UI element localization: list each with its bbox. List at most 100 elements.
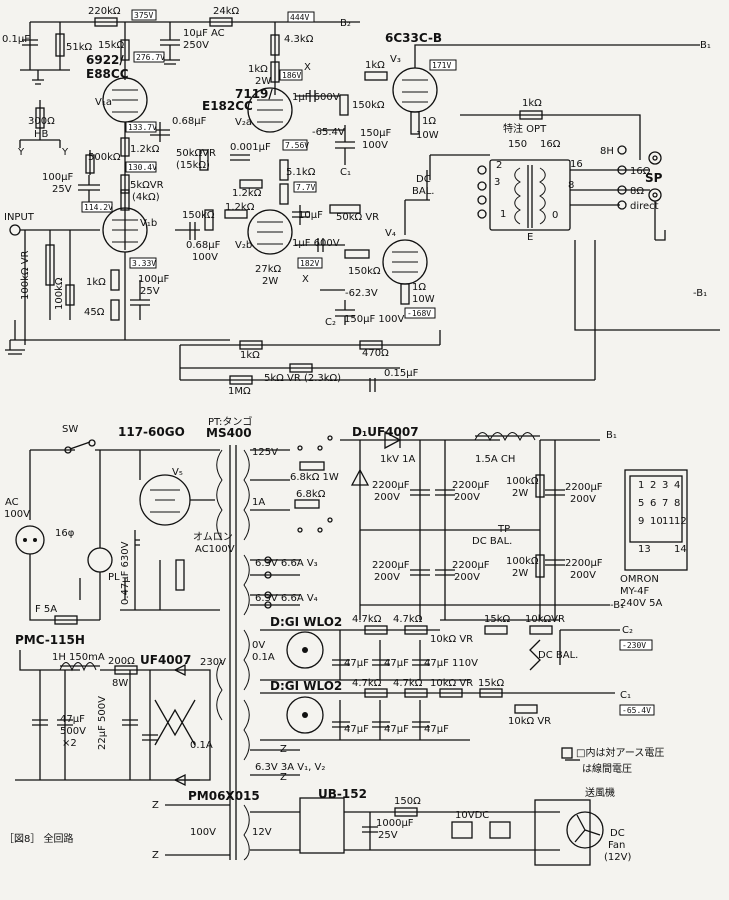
x1-label: X <box>304 62 311 73</box>
b1-top-label: B₁ <box>700 40 711 51</box>
r-4k7-c: 4.7kΩ <box>352 678 382 689</box>
r-150-b: 150Ω <box>394 796 421 807</box>
rect-tube-label: 117-60GO <box>118 425 185 439</box>
r-200: 200Ω <box>108 656 135 667</box>
c-1000: 1000μF <box>376 818 414 829</box>
c-47-f: 47μF <box>424 724 449 735</box>
r-150: 150 <box>508 139 527 150</box>
dcfan-top-label: 送風機 <box>585 786 615 799</box>
b1-psu-label: B₁ <box>606 430 617 441</box>
t-100v: 100V <box>190 827 216 838</box>
relay2-label: MY-4F <box>620 586 650 597</box>
c-2200-4v: 200V <box>454 572 480 583</box>
t-0v: 0V <box>252 640 265 651</box>
tap-8-label: 8 <box>568 180 574 191</box>
t-12v: 12V <box>252 827 272 838</box>
dc-fan-label: DC <box>610 828 625 839</box>
r-1k2-b: 1.2kΩ <box>232 188 262 199</box>
relay1-label: OMRON <box>620 574 659 585</box>
c-10u-v: 250V <box>183 40 209 51</box>
r-27k: 27kΩ <box>255 264 282 275</box>
c-2200-1: 2200μF <box>372 480 410 491</box>
fb-1k: 1kΩ <box>240 350 260 361</box>
relay-pin-14: 14 <box>674 544 687 555</box>
x2-label: X <box>302 274 309 285</box>
relay-pin-10: 10 <box>650 516 663 527</box>
c-47-b: 47μF <box>384 658 409 669</box>
c-2200-2v: 200V <box>454 492 480 503</box>
pmc-rating-label: 1H 150mA <box>52 652 105 663</box>
r-500k: 500kΩ <box>88 152 121 163</box>
fb-1m: 1MΩ <box>228 386 251 397</box>
t-6v3-2: 6.3V 6.6A V₄ <box>255 593 318 604</box>
c-47-c: 47μF 110V <box>424 658 478 669</box>
d1-rating-label: 1kV 1A <box>380 454 416 465</box>
r-200-w: 8W <box>112 678 128 689</box>
c-01: 0.1μF <box>2 34 30 45</box>
relay-pin-11: 11 <box>662 516 675 527</box>
relay-pin-6: 6 <box>650 498 656 509</box>
fuse-label: F 5A <box>35 604 57 615</box>
r-24k: 24kΩ <box>213 6 240 17</box>
voltage-b2: 444V <box>290 13 309 22</box>
z2-label: Z <box>152 850 159 861</box>
fuse-size-label: 16φ <box>55 528 75 539</box>
dc-fan2-label: Fan <box>608 840 625 851</box>
c-2200-2: 2200μF <box>452 480 490 491</box>
c2-label: C₂ <box>325 317 336 328</box>
voltage-v4-grid: -168V <box>407 309 431 318</box>
c-47-e: 47μF <box>384 724 409 735</box>
vr-5k-val: (4kΩ) <box>132 192 160 203</box>
v1b-label: V₁b <box>140 218 157 229</box>
t-230: 230V <box>200 657 226 668</box>
relay-pin-2: 2 <box>650 480 656 491</box>
v2a-label: V₂a <box>235 117 252 128</box>
vr-100k: 100kΩ VR <box>20 250 31 300</box>
c2-psu-label: C₂ <box>622 625 633 636</box>
voltage-c2: -230V <box>622 641 646 650</box>
r-4k7-b: 4.7kΩ <box>393 614 423 625</box>
figure-caption: ［図8］ 全回路 <box>4 832 74 845</box>
voltage-v2b-k: 182V <box>300 259 319 268</box>
pt2-label: MS400 <box>206 426 252 440</box>
signal-labels: B₂ B₁ -B₁ C₁ C₂ INPUT HB Y Y X X 特注 OPT … <box>4 18 711 328</box>
r-68k: 6.8kΩ 1W <box>290 472 339 483</box>
out-8h-label: 8H <box>600 146 614 157</box>
power-section <box>15 430 688 866</box>
relay-pin-9: 9 <box>638 516 644 527</box>
voltage-b2-top: 375V <box>134 11 153 20</box>
v3-type-label: 6C33C-B <box>385 31 442 45</box>
relay-pin-1: 1 <box>638 480 644 491</box>
relay3-label: 240V 5A <box>620 598 662 609</box>
r-100k-2w2-b: 2W <box>512 568 528 579</box>
r-150k-c: 150kΩ <box>348 266 381 277</box>
b2-label: B₂ <box>340 18 351 29</box>
c-0001: 0.001μF <box>230 142 271 153</box>
r-1k2-c: 1.2kΩ <box>225 202 255 213</box>
r-4k7-a: 4.7kΩ <box>352 614 382 625</box>
r-10w-b: 10W <box>412 294 435 305</box>
c-2200-3v: 200V <box>374 572 400 583</box>
pm-label: PM06X015 <box>188 789 260 803</box>
tap-16-label: 16 <box>570 159 583 170</box>
r-100k-2w: 100kΩ <box>506 476 539 487</box>
r-1k2: 1.2kΩ <box>130 144 160 155</box>
voltage-v1b-k: 114.2V <box>84 203 113 212</box>
c-22-500: 22μF 500V <box>97 696 108 750</box>
relay-pin-4: 4 <box>674 480 680 491</box>
c-068: 0.68μF <box>172 116 207 127</box>
z3-label: Z <box>280 744 287 755</box>
fb-470: 470Ω <box>362 348 389 359</box>
r-15k-b: 15kΩ <box>478 678 505 689</box>
power-labels: 117-60GO PT:タンゴ MS400 SW AC 100V 16φ PL … <box>4 415 664 863</box>
c-150u-v: 100V <box>362 140 388 151</box>
relay-pin-7: 7 <box>662 498 668 509</box>
voltage-v1b-cathode: 3.33V <box>132 259 156 268</box>
c-47-500v: 500V <box>60 726 86 737</box>
r-100k: 100kΩ <box>54 277 65 310</box>
voltage-v2-mid: 7.7V <box>296 183 315 192</box>
v1-type-label: 6922/ <box>86 53 124 67</box>
r-100k-2w2: 100kΩ <box>506 556 539 567</box>
